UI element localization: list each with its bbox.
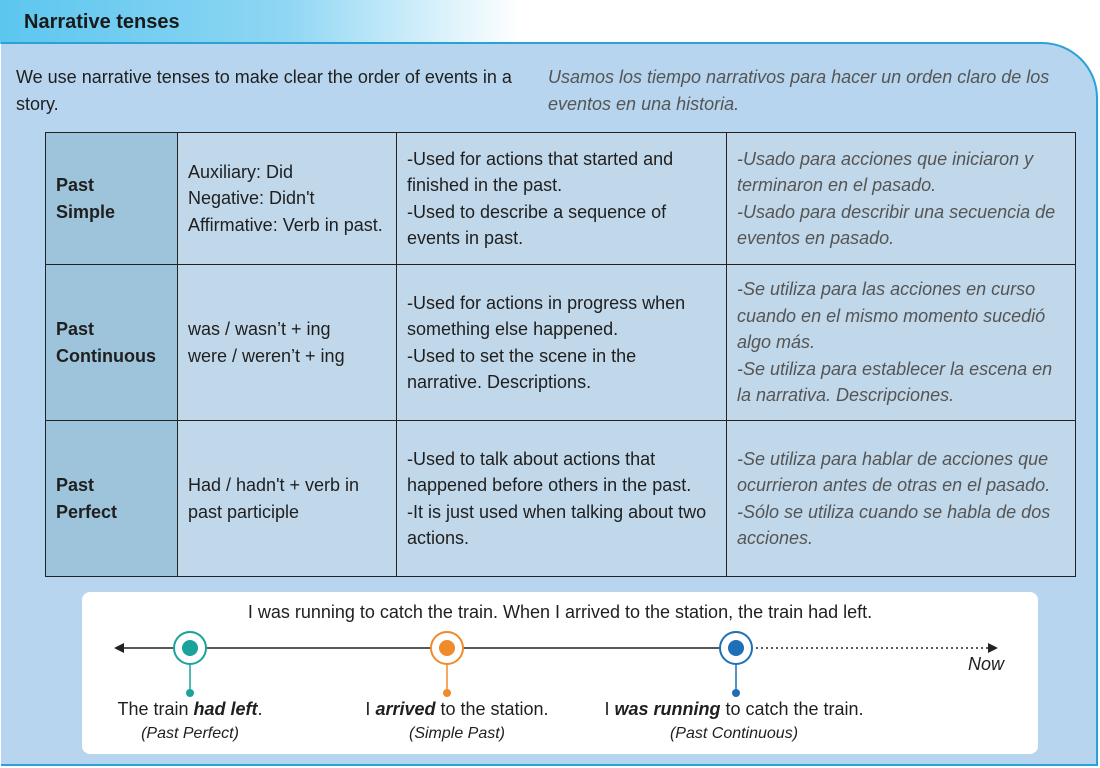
- timeline-left-arrow-icon: [114, 643, 124, 653]
- tense-name-cell: Past Continuous: [45, 264, 178, 421]
- use-cell: -Used for actions that started and finis…: [396, 132, 727, 265]
- event-label-simple-past: I arrived to the station.: [307, 699, 607, 720]
- table-row: Past Perfect Had / hadn't + verb in past…: [45, 420, 1076, 577]
- event-tense-past-continuous: (Past Continuous): [669, 725, 799, 742]
- use-cell: -Used for actions in progress when somet…: [396, 264, 727, 421]
- tense-name-cell: Past Simple: [45, 132, 178, 265]
- tense-name-line: Perfect: [56, 501, 118, 522]
- tenses-table: Past Simple Auxiliary: Did Negative: Did…: [45, 132, 1076, 577]
- uso-cell: -Se utiliza para hablar de acciones que …: [726, 420, 1076, 577]
- use-line: -Used for actions that started and finis…: [407, 148, 674, 196]
- uso-line: -Se utiliza para hablar de acciones que …: [737, 448, 1051, 496]
- uso-line: -Sólo se utiliza cuando se habla de dos …: [737, 501, 1051, 549]
- uso-line: -Usado para describir una secuencia de e…: [737, 201, 1056, 249]
- tense-name-line: Continuous: [56, 345, 156, 366]
- form-cell: Had / hadn't + verb in past participle: [177, 420, 397, 577]
- past-continuous-marker: [719, 631, 753, 697]
- event-text: The train: [117, 699, 194, 719]
- tense-name-line: Past: [56, 475, 95, 495]
- example-sentence: I was running to catch the train. When I…: [247, 602, 873, 622]
- event-text: to the station.: [435, 699, 549, 719]
- form-line: were / weren’t + ing: [188, 345, 345, 366]
- use-line: -Used to describe a sequence of events i…: [407, 201, 667, 249]
- use-line: -Used for actions in progress when somet…: [407, 292, 686, 340]
- tense-name-line: Simple: [56, 201, 116, 222]
- form-cell: Auxiliary: Did Negative: Didn't Affirmat…: [177, 132, 397, 265]
- use-cell: -Used to talk about actions that happene…: [396, 420, 727, 577]
- uso-cell: -Usado para acciones que iniciaron y ter…: [726, 132, 1076, 265]
- use-line: -Used to set the scene in the narrative.…: [407, 345, 637, 393]
- event-text: I: [365, 699, 376, 719]
- uso-cell: -Se utiliza para las acciones en curso c…: [726, 264, 1076, 421]
- use-line: -It is just used when talking about two …: [407, 501, 707, 549]
- form-cell: was / wasn’t + ing were / weren’t + ing: [177, 264, 397, 421]
- event-tense-simple-past: (Simple Past): [408, 725, 506, 742]
- tense-name-line: Past: [56, 175, 95, 195]
- form-line: Negative: Didn't: [188, 188, 315, 209]
- form-line: Had / hadn't + verb in past participle: [188, 475, 360, 522]
- uso-line: -Se utiliza para las acciones en curso c…: [737, 279, 1046, 353]
- event-verb: was running: [614, 699, 721, 719]
- event-tense-past-perfect: (Past Perfect): [141, 725, 239, 742]
- intro-english: We use narrative tenses to make clear th…: [16, 67, 512, 114]
- timeline-right-arrow-icon: [988, 643, 998, 653]
- event-verb: arrived: [375, 699, 436, 719]
- event-verb: had left: [193, 699, 258, 719]
- timeline-box: I was running to catch the train. When I…: [82, 592, 1038, 754]
- event-label-past-perfect: The train had left.: [40, 699, 340, 720]
- form-line: was / wasn’t + ing: [188, 319, 331, 339]
- event-label-past-continuous: I was running to catch the train.: [584, 699, 884, 720]
- form-line: Auxiliary: Did: [188, 161, 294, 182]
- use-line: -Used to talk about actions that happene…: [407, 448, 692, 496]
- uso-line: -Se utiliza para establecer la escena en…: [737, 358, 1053, 406]
- intro-spanish: Usamos los tiempo narrativos para hacer …: [548, 67, 1050, 114]
- table-row: Past Continuous was / wasn’t + ing were …: [45, 264, 1076, 421]
- simple-past-marker: [430, 631, 464, 697]
- tense-name-line: Past: [56, 319, 95, 339]
- table-row: Past Simple Auxiliary: Did Negative: Did…: [45, 132, 1076, 265]
- event-text: to catch the train.: [720, 699, 864, 719]
- past-perfect-marker: [173, 631, 207, 697]
- timeline-graphic: [114, 631, 998, 697]
- header-bar: [0, 0, 520, 44]
- uso-line: -Usado para acciones que iniciaron y ter…: [737, 148, 1034, 196]
- event-text: I: [604, 699, 615, 719]
- page-title: Narrative tenses: [24, 11, 180, 33]
- event-text: .: [257, 699, 263, 719]
- form-line: Affirmative: Verb in past.: [188, 214, 383, 235]
- tense-name-cell: Past Perfect: [45, 420, 178, 577]
- now-label: Now: [968, 654, 1005, 674]
